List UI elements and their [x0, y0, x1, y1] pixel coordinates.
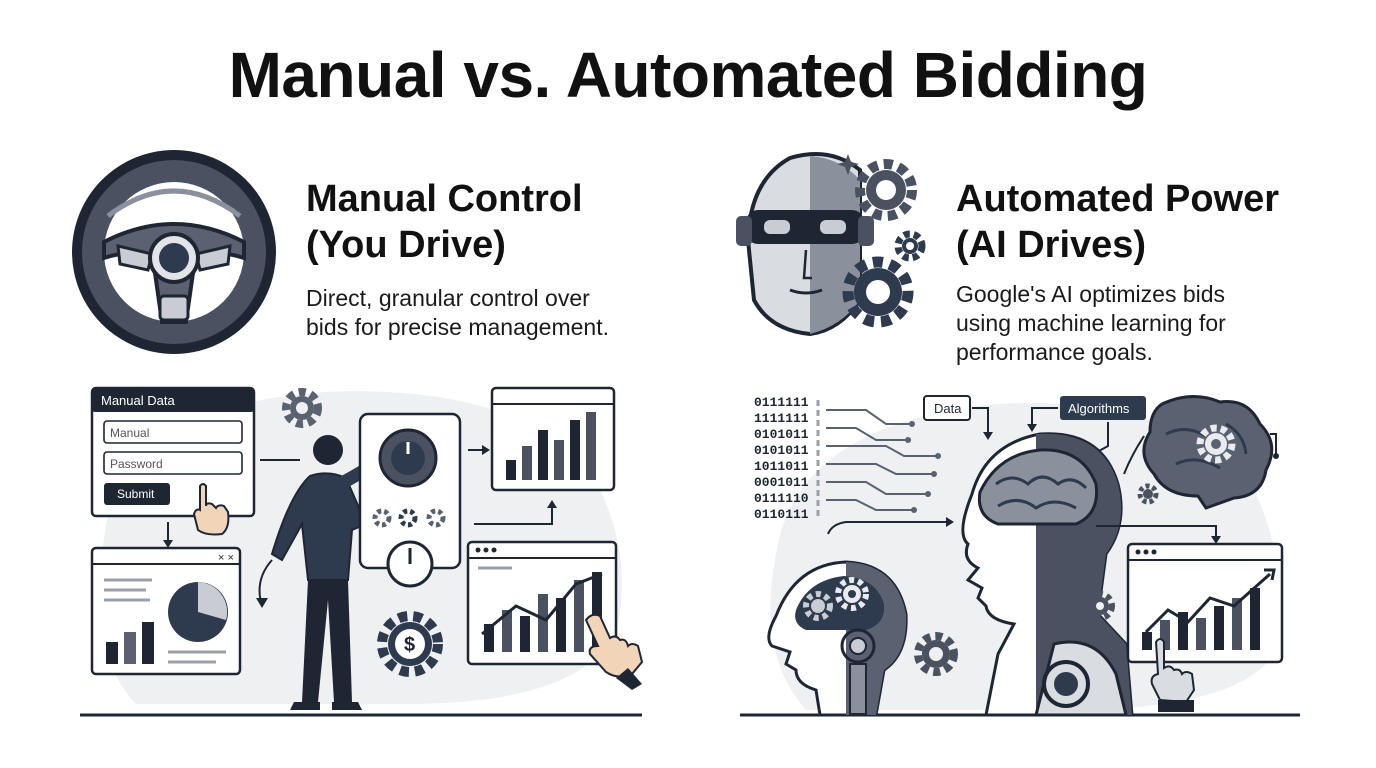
pointer-hand-icon [192, 483, 230, 536]
ai-head-icon [767, 560, 908, 717]
svg-text:0110111: 0110111 [754, 507, 809, 522]
automated-heading: Automated Power (AI Drives) [956, 178, 1280, 266]
dollar-gear-icon: $ [377, 611, 443, 677]
automated-description: Google's AI optimizes bids using machine… [956, 281, 1226, 365]
ai-head-icon [961, 432, 1134, 717]
data-label: Data [934, 401, 962, 416]
svg-text:0101011: 0101011 [754, 443, 809, 458]
manual-description: Direct, granular control over bids for p… [306, 285, 609, 340]
manual-input-placeholder: Manual [110, 426, 149, 440]
automated-illustration: 0111111 1111111 0101011 0101011 1011011 … [740, 395, 1300, 717]
manual-heading: Manual Control (You Drive) [306, 178, 583, 266]
manual-data-form: Manual Data Manual Password Submit [90, 386, 256, 518]
svg-text:0101011: 0101011 [754, 427, 809, 442]
brain-icon [1142, 395, 1279, 510]
analytics-window: × × [90, 546, 242, 676]
gear-icon [894, 230, 926, 262]
manual-illustration: Manual Data Manual Password Submit × × [80, 386, 644, 717]
control-panel [358, 412, 462, 588]
binary-data: 0111111 1111111 0101011 0101011 1011011 … [754, 395, 809, 522]
svg-text:0001011: 0001011 [754, 475, 809, 490]
person-figure [270, 435, 406, 710]
svg-text:1011011: 1011011 [754, 459, 809, 474]
steering-wheel-icon [72, 150, 276, 354]
svg-text:1111111: 1111111 [754, 411, 809, 426]
algorithms-label-box [1060, 396, 1146, 420]
robot-head-icon [736, 152, 926, 337]
pointer-hand-icon [584, 613, 644, 678]
trend-chart-window [466, 540, 618, 666]
trend-chart-window [1126, 542, 1284, 664]
svg-text:$: $ [404, 634, 415, 656]
pointer-hand-icon [1150, 638, 1196, 704]
gear-icon [282, 388, 322, 428]
submit-button[interactable] [104, 483, 170, 505]
submit-button-label: Submit [117, 487, 155, 501]
password-input[interactable] [103, 451, 243, 475]
svg-text:0111111: 0111111 [754, 395, 809, 410]
form-title: Manual Data [101, 393, 175, 408]
gear-icon [1085, 591, 1115, 621]
data-label-box [923, 395, 971, 421]
svg-text:× ×: × × [218, 552, 234, 564]
gear-icon [842, 256, 914, 328]
password-input-placeholder: Password [110, 457, 163, 471]
gear-icon [855, 159, 917, 221]
gear-icon [1137, 483, 1159, 505]
svg-text:0111110: 0111110 [754, 491, 809, 506]
gear-icon [914, 632, 958, 676]
bar-chart-window [490, 386, 616, 492]
circuit-lines [826, 409, 936, 511]
manual-input[interactable] [103, 420, 243, 444]
page-title: Manual vs. Automated Bidding [228, 39, 1148, 111]
algorithms-label: Algorithms [1068, 401, 1130, 416]
